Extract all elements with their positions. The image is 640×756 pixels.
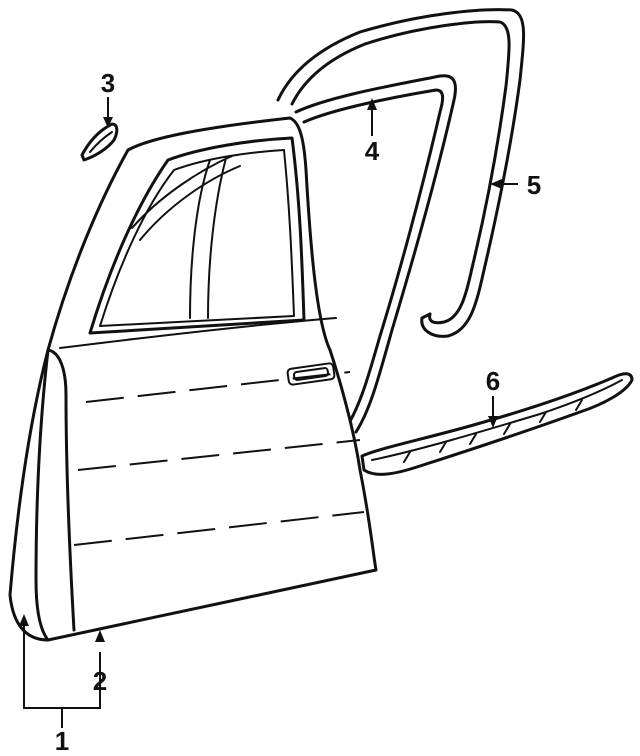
- outer-weatherstrip: [276, 8, 526, 338]
- arrowheads: [19, 98, 502, 642]
- lower-rocker-molding: [360, 372, 634, 476]
- callout-6: 6: [486, 366, 500, 396]
- callout-4: 4: [365, 136, 380, 166]
- mirror-cover: [80, 122, 119, 162]
- callout-3: 3: [101, 68, 115, 98]
- callout-2: 2: [93, 666, 107, 696]
- callout-5: 5: [527, 170, 541, 200]
- callout-1: 1: [55, 726, 69, 756]
- inner-window-channel: [294, 74, 457, 434]
- door-shell: [8, 116, 378, 642]
